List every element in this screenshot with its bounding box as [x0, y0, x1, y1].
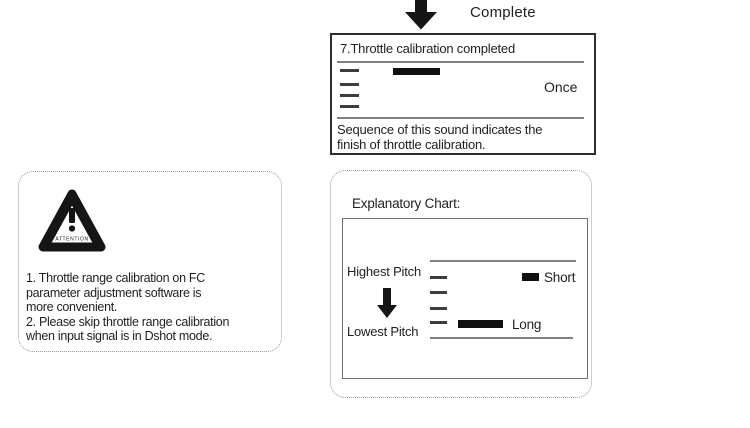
attention-icon: ATTENTION [38, 189, 106, 252]
pitch-dash [430, 307, 447, 310]
step-title: 7.Throttle calibration completed [340, 41, 515, 56]
note-line: 2. Please skip throttle range calibratio… [26, 314, 230, 329]
lowest-pitch-label: Lowest Pitch [347, 324, 419, 339]
short-beep-dash [340, 83, 359, 86]
exclamation-mark [69, 208, 75, 223]
pitch-bottom-line [430, 337, 573, 339]
calibration-step-box: 7.Throttle calibration completed Once Se… [330, 33, 596, 155]
long-label: Long [512, 317, 542, 332]
short-beep-dash [340, 94, 359, 97]
attention-icon-label: ATTENTION [55, 237, 88, 243]
staff-line-top [337, 61, 584, 63]
long-beep-bar [458, 320, 503, 328]
note-line: more convenient. [26, 300, 118, 314]
sound-description: Sequence of this sound indicates the fin… [337, 122, 543, 152]
staff-line-bottom [337, 117, 584, 119]
sound-description-line: finish of throttle calibration. [337, 136, 486, 152]
attention-notes: 1. Throttle range calibration on FC para… [26, 271, 280, 344]
chart-heading: Explanatory Chart: [352, 196, 461, 211]
pitch-dash [430, 291, 447, 294]
short-beep-dash [340, 105, 359, 108]
short-label: Short [544, 270, 576, 285]
note-line: when input signal is in Dshot mode. [26, 329, 213, 343]
long-beep-bar [393, 68, 440, 75]
note-line: parameter adjustment software is [26, 285, 202, 300]
pitch-chart: Highest Pitch Lowest Pitch Short Long [342, 218, 588, 379]
complete-label: Complete [470, 4, 536, 21]
pitch-down-arrow-icon [377, 288, 397, 318]
sound-description-line: Sequence of this sound indicates the [337, 122, 543, 137]
pitch-dash [430, 321, 447, 324]
pitch-dash [430, 276, 447, 279]
repeat-count-label: Once [544, 79, 578, 95]
attention-panel: ATTENTION 1. Throttle range calibration … [18, 171, 282, 352]
note-line: 1. Throttle range calibration on FC [26, 271, 205, 285]
pitch-top-line [430, 260, 576, 262]
explanatory-chart-panel: Explanatory Chart: Highest Pitch Lowest … [330, 170, 592, 398]
highest-pitch-label: Highest Pitch [347, 264, 421, 279]
down-arrow-icon [405, 0, 437, 30]
short-beep-dash [340, 69, 359, 72]
short-beep-bar [522, 273, 539, 281]
